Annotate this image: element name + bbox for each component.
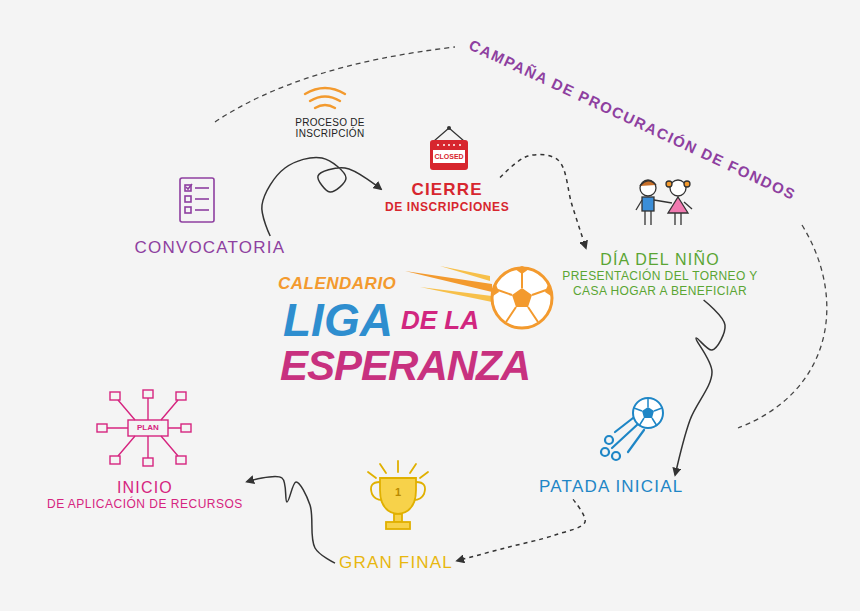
flow-connector (247, 477, 335, 564)
milestone-title: INICIO (47, 478, 243, 497)
milestone-label: CONVOCATORIA (131, 236, 290, 260)
milestone-title: GRAN FINAL (339, 553, 453, 573)
milestone-label: CIERREDE INSCRIPCIONES (381, 178, 513, 217)
milestone-title: CONVOCATORIA (135, 238, 286, 258)
milestone-subtitle: PRESENTACIÓN DEL TORNEO Y CASA HOGAR A B… (555, 269, 765, 298)
milestone-title: DÍA DEL NIÑO (555, 250, 765, 269)
milestone-label: INICIODE APLICACIÓN DE RECURSOS (43, 476, 247, 514)
fundraising-arc (215, 47, 827, 428)
diagram-title: CALENDARIO (278, 275, 396, 294)
list-icon (180, 178, 214, 222)
closed-sign-icon (430, 126, 468, 170)
edge-label: PROCESO DE INSCRIPCIÓN (285, 117, 375, 140)
milestone-label: GRAN FINAL (335, 551, 457, 575)
plan-text: PLAN (137, 424, 159, 432)
flow-connector (675, 300, 725, 475)
milestone-title: PATADA INICIAL (539, 477, 683, 497)
trophy-icon (368, 461, 428, 529)
kick-ball-icon (601, 398, 663, 460)
children-icon (636, 180, 692, 225)
trophy-number: 1 (395, 487, 401, 499)
milestone-subtitle: DE APLICACIÓN DE RECURSOS (47, 497, 243, 511)
logo-word: DE LA (401, 307, 479, 334)
signal-icon (305, 88, 345, 108)
campaign-label: CAMPAÑA DE PROCURACIÓN DE FONDOS (466, 37, 798, 203)
milestone-subtitle: DE INSCRIPCIONES (385, 200, 509, 214)
flow-connector (500, 155, 586, 248)
milestone-label: PATADA INICIAL (535, 475, 687, 499)
flow-connector (262, 157, 381, 236)
milestone-label: DÍA DEL NIÑOPRESENTACIÓN DEL TORNEO Y CA… (551, 248, 769, 300)
logo-word: ESPERANZA (280, 344, 530, 388)
plan-mindmap-icon (97, 390, 191, 466)
milestone-title: CIERRE (385, 180, 509, 200)
sign-text: CLOSED (435, 153, 464, 160)
logo-word: LIGA (283, 296, 393, 344)
flow-connector (457, 499, 585, 560)
